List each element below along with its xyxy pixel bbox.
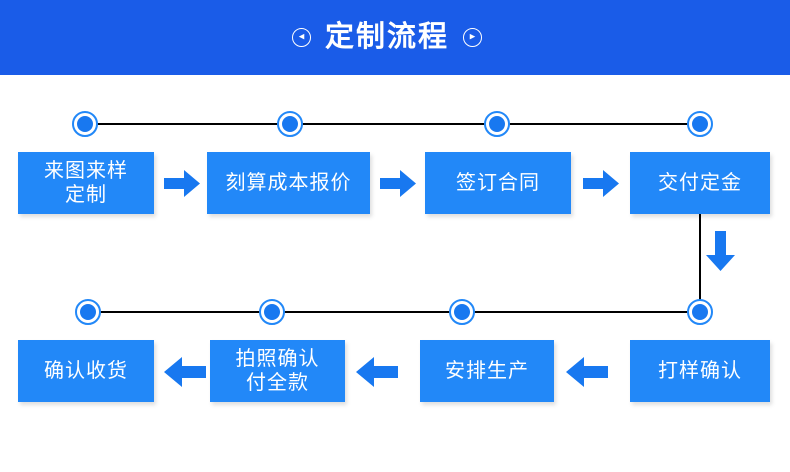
right-arrow-icon-2 [380,170,416,197]
step-box-6[interactable]: 安排生产 [420,340,554,402]
circled-right-arrow-icon: ▸ [463,28,482,47]
timeline-dot-6 [259,299,285,325]
down-arrow-icon-1 [706,231,735,271]
step-box-4[interactable]: 交付定金 [630,152,770,214]
left-arrow-glyph: ◂ [298,30,305,43]
step-label-5: 打样确认 [658,359,742,382]
right-arrow-icon-1 [164,170,200,197]
circled-left-arrow-icon: ◂ [291,28,311,47]
left-arrow-icon-1 [566,357,608,387]
right-arrow-glyph: ▸ [469,30,476,43]
step-box-7[interactable]: 拍照确认 付全款 [210,340,345,402]
timeline-dot-5 [75,299,101,325]
step-label-7: 拍照确认 付全款 [235,347,320,394]
page-title: 定制流程 [324,21,449,53]
timeline-dot-1 [72,111,98,137]
row-connector-line [699,214,701,312]
timeline-dot-4 [687,111,713,137]
left-arrow-icon-3 [164,357,206,387]
timeline-line-row1 [96,123,701,125]
step-box-2[interactable]: 刻算成本报价 [207,152,370,214]
step-box-3[interactable]: 签订合同 [425,152,571,214]
step-box-5[interactable]: 打样确认 [630,340,770,402]
step-label-4: 交付定金 [658,171,742,194]
timeline-dot-8 [687,299,713,325]
header-content: ◂ 定制流程 ▸ [291,21,482,53]
step-label-1: 来图来样 定制 [44,159,128,206]
step-box-8[interactable]: 确认收货 [18,340,154,402]
timeline-dot-3 [484,111,510,137]
timeline-dot-2 [277,111,303,137]
step-label-2: 刻算成本报价 [225,171,352,194]
step-label-6: 安排生产 [445,359,529,382]
step-label-8: 确认收货 [44,359,128,382]
timeline-dot-7 [449,299,475,325]
step-box-1[interactable]: 来图来样 定制 [18,152,154,214]
left-arrow-icon-2 [356,357,398,387]
step-label-3: 签订合同 [456,171,540,194]
timeline-line-row2 [99,311,700,313]
right-arrow-icon-3 [583,170,619,197]
page-header: ◂ 定制流程 ▸ [0,0,790,75]
